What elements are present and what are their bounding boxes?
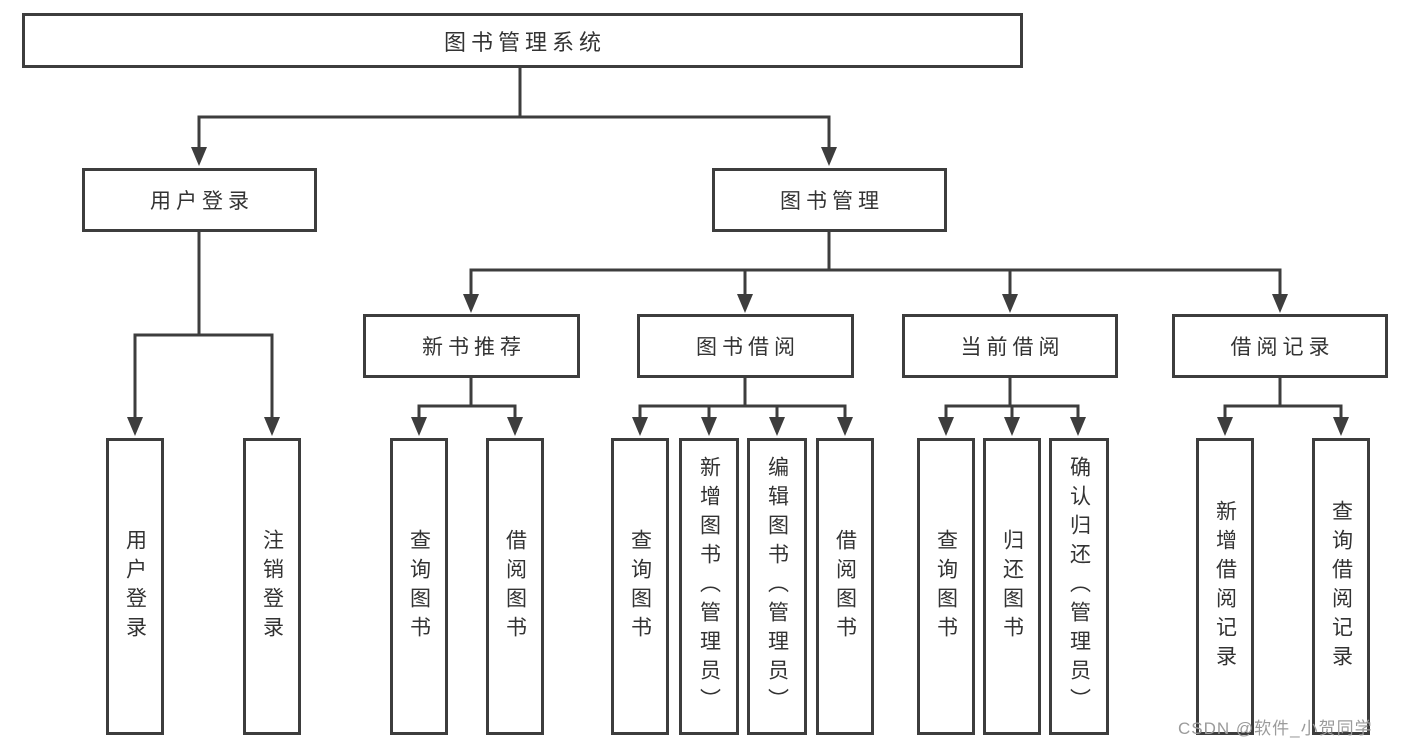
node-label: 图书管理系统 — [443, 29, 606, 55]
node-label: 用户登录 — [150, 190, 254, 213]
node-label: 图书管理 — [780, 190, 884, 213]
leaf-query-books-3: 查询图书 — [917, 438, 975, 735]
leaf-label: 归还图书 — [1000, 528, 1024, 645]
leaf-query-borrow-record: 查询借阅记录 — [1312, 438, 1370, 735]
node-current-borrow: 当前借阅 — [902, 314, 1118, 378]
node-user-login: 用户登录 — [82, 168, 317, 232]
leaf-label: 注销登录 — [260, 528, 284, 645]
leaf-borrow-books-2: 借阅图书 — [816, 438, 874, 735]
csdn-watermark: CSDN @软件_小贺同学 — [1178, 719, 1373, 738]
node-label: 借阅记录 — [1230, 336, 1335, 359]
leaf-label: 编辑图书（管理员） — [765, 456, 789, 717]
leaf-query-books-2: 查询图书 — [611, 438, 669, 735]
leaf-label: 查询图书 — [628, 528, 652, 645]
leaf-label: 借阅图书 — [503, 528, 527, 645]
node-new-book-recommend: 新书推荐 — [363, 314, 580, 378]
leaf-add-borrow-record: 新增借阅记录 — [1196, 438, 1254, 735]
leaf-label: 新增图书（管理员） — [697, 456, 721, 717]
leaf-label: 借阅图书 — [833, 528, 857, 645]
node-label: 新书推荐 — [422, 336, 526, 359]
leaf-label: 查询图书 — [407, 528, 431, 645]
leaf-return-books: 归还图书 — [983, 438, 1041, 735]
leaf-label: 确认归还（管理员） — [1067, 456, 1091, 717]
node-book-management: 图书管理 — [712, 168, 947, 232]
leaf-query-books-1: 查询图书 — [390, 438, 448, 735]
leaf-confirm-return-admin: 确认归还（管理员） — [1049, 438, 1109, 735]
node-label: 当前借阅 — [960, 336, 1065, 359]
leaf-label: 新增借阅记录 — [1213, 499, 1237, 674]
node-label: 图书借阅 — [696, 336, 800, 359]
leaf-add-books-admin: 新增图书（管理员） — [679, 438, 739, 735]
leaf-label: 查询图书 — [934, 528, 958, 645]
leaf-user-login: 用户登录 — [106, 438, 164, 735]
leaf-logout: 注销登录 — [243, 438, 301, 735]
leaf-edit-books-admin: 编辑图书（管理员） — [747, 438, 807, 735]
leaf-borrow-books-1: 借阅图书 — [486, 438, 544, 735]
leaf-label: 用户登录 — [123, 528, 147, 645]
leaf-label: 查询借阅记录 — [1329, 499, 1353, 674]
node-library-management-system: 图书管理系统 — [22, 13, 1023, 68]
node-book-borrow: 图书借阅 — [637, 314, 854, 378]
node-borrow-records: 借阅记录 — [1172, 314, 1388, 378]
